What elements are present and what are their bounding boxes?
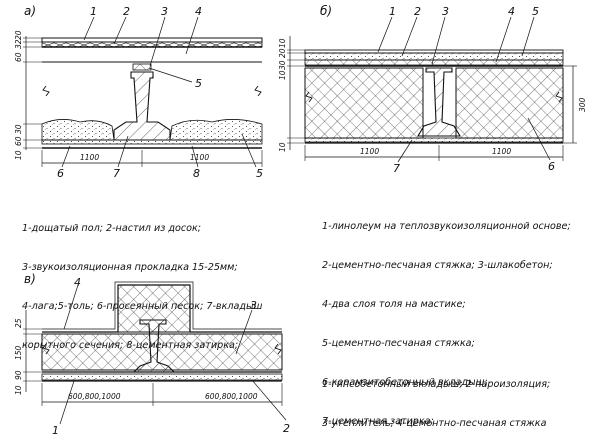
panel-a-dim-10: 10	[14, 150, 23, 160]
panel-a-callout-4: 4	[195, 5, 202, 18]
panel-v-dim-span-left: 600,800,1000	[68, 392, 121, 401]
panel-a-legend-line: 3-звукоизоляционная прокладка 15-25мм;	[22, 262, 238, 273]
panel-v-callout-1: 1	[52, 424, 59, 437]
panel-b-dim-1100-left: 1100	[360, 147, 379, 156]
panel-b-callout-1: 1	[389, 5, 396, 18]
panel-b-cement-finish	[304, 137, 564, 143]
panel-b-callout-5: 5	[532, 5, 539, 18]
panel-b-dim-10-top: 10	[278, 38, 287, 48]
panel-b-callout-4: 4	[508, 5, 515, 18]
panel-v-callout-3: 3	[250, 299, 257, 312]
panel-a-dim-1100-left: 1100	[80, 153, 99, 162]
panel-b-slab-left	[304, 67, 424, 139]
panel-a-sand-right	[169, 119, 263, 141]
panel-v-dim-25: 25	[14, 318, 23, 328]
panel-b-legend-line: 7-цементная затирка;	[322, 416, 434, 427]
panel-v-dim-90: 90	[14, 370, 23, 380]
panel-b-callout-7: 7	[393, 162, 400, 175]
panel-a-legend-line: 1-дощатый пол; 2-настил из досок;	[22, 223, 202, 234]
panel-a-legend: 1-дощатый пол; 2-настил из досок; 3-звук…	[22, 196, 262, 365]
panel-a-sound-pad	[132, 63, 152, 71]
panel-a-board-deck	[41, 41, 263, 48]
panel-b-slag-concrete	[304, 59, 564, 66]
panel-b-dim-1100-right: 1100	[492, 147, 511, 156]
panel-v-dim-150: 150	[14, 345, 23, 360]
panel-b-legend: 1-линолеум на теплозвукоизоляционной осн…	[322, 194, 571, 441]
panel-a-dim-60b: 60	[14, 136, 23, 146]
panel-v-callout-2: 2	[283, 422, 290, 435]
panel-b-section: б) 10 20 30 10 10 300	[278, 4, 587, 175]
panel-b-insert	[417, 67, 461, 137]
panel-a-caption: а)	[24, 4, 36, 18]
panel-a-callout-1: 1	[90, 5, 97, 18]
panel-v-section: в) 25 150 10 90 600,80	[14, 272, 290, 437]
panel-a-callout-2: 2	[123, 5, 130, 18]
panel-a-callout-3: 3	[161, 5, 168, 18]
panel-a-callout-8: 8	[193, 167, 200, 180]
panel-b-linoleum	[304, 49, 564, 54]
panel-v-vapour-barrier	[41, 373, 283, 381]
panel-a-dim-1100-right: 1100	[190, 153, 209, 162]
panel-a-dim-60: 60	[14, 52, 23, 62]
panel-b-dim-10-bot: 10	[278, 142, 287, 152]
panel-b-dim-30: 30	[278, 60, 287, 70]
panel-v-legend-line: 1-гипсобетонный вкладыш; 2-пароизоляция;	[322, 379, 551, 390]
panel-b-callout-6: 6	[548, 160, 555, 173]
panel-b-slab-right	[455, 67, 564, 139]
panel-a-callout-7: 7	[113, 167, 120, 180]
panel-b-callout-3: 3	[442, 5, 449, 18]
panel-v-callout-4: 4	[74, 276, 81, 289]
panel-a-dim-30: 30	[14, 124, 23, 134]
panel-b-legend-line: 2-цементно-песчаная стяжка; 3-шлакобетон…	[322, 260, 553, 271]
panel-v-legend-line: 3-утеплитель; 4-цементно-песчаная стяжка	[322, 418, 547, 429]
panel-v-caption: в)	[24, 272, 36, 286]
panel-b-legend-line: 5-цементно-песчаная стяжка;	[322, 338, 475, 349]
panel-v-legend: 1-гипсобетонный вкладыш; 2-пароизоляция;…	[322, 352, 550, 443]
panel-a-callout-6: 6	[57, 167, 64, 180]
panel-a-joist-insert	[113, 71, 171, 141]
panel-a-legend-line: корытного сечения; 8-цементная затирка;	[22, 340, 239, 351]
panel-b-dim-300: 300	[578, 97, 587, 112]
panel-a-legend-line: 4-лага;5-толь; 6-просеянный песок; 7-вкл…	[22, 301, 263, 312]
panel-a-dim-32: 32	[14, 39, 23, 49]
panel-v-dim-10: 10	[14, 385, 23, 395]
panel-a-callout-5b: 5	[256, 167, 263, 180]
panel-a-section: а) 60 32 20 10 3	[14, 4, 263, 180]
panel-b-legend-line: 6-керамзитобетонный вкладыш;	[322, 377, 488, 388]
panel-v-dim-span-right: 600,800,1000	[205, 392, 258, 401]
panel-a-dim-20: 20	[14, 30, 23, 40]
panel-b-legend-line: 4-два слоя толя на мастике;	[322, 299, 466, 310]
panel-a-floor-board	[41, 37, 263, 43]
panel-a-sand-left	[41, 119, 115, 141]
panel-b-legend-line: 1-линолеум на теплозвукоизоляционной осн…	[322, 221, 571, 232]
panel-b-dim-10-mid: 10	[278, 70, 287, 80]
panel-b-dim-20: 20	[278, 48, 287, 58]
panel-a-cement-screed	[41, 139, 263, 145]
panel-b-callout-2: 2	[414, 5, 421, 18]
panel-a-callout-5: 5	[195, 77, 202, 90]
panel-b-caption: б)	[320, 4, 332, 18]
